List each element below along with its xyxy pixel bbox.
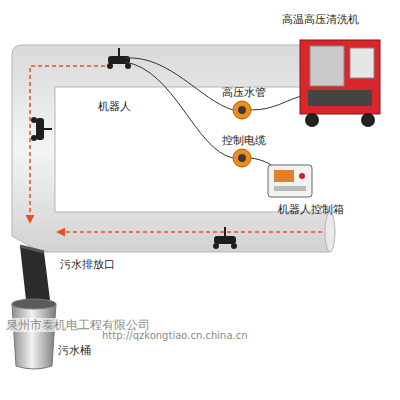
part-label: 高压水管 [222, 86, 266, 99]
washer-machine [300, 40, 380, 127]
part-label: 机器人 [98, 100, 131, 113]
cable-reel [233, 149, 251, 167]
robot-top [107, 48, 131, 69]
part-label: 机器人控制箱 [278, 203, 344, 216]
part-label: 污水排放口 [60, 258, 115, 271]
robot-bottom [213, 227, 237, 249]
control-box [268, 165, 312, 197]
hose-reel [233, 101, 251, 119]
part-label: 高温高压清洗机 [282, 13, 359, 26]
part-label: 控制电缆 [222, 134, 266, 147]
robot-left [31, 117, 52, 141]
part-label: 污水桶 [58, 344, 91, 357]
watermark: http://qzkongtiao.cn.china.cn [100, 330, 250, 342]
